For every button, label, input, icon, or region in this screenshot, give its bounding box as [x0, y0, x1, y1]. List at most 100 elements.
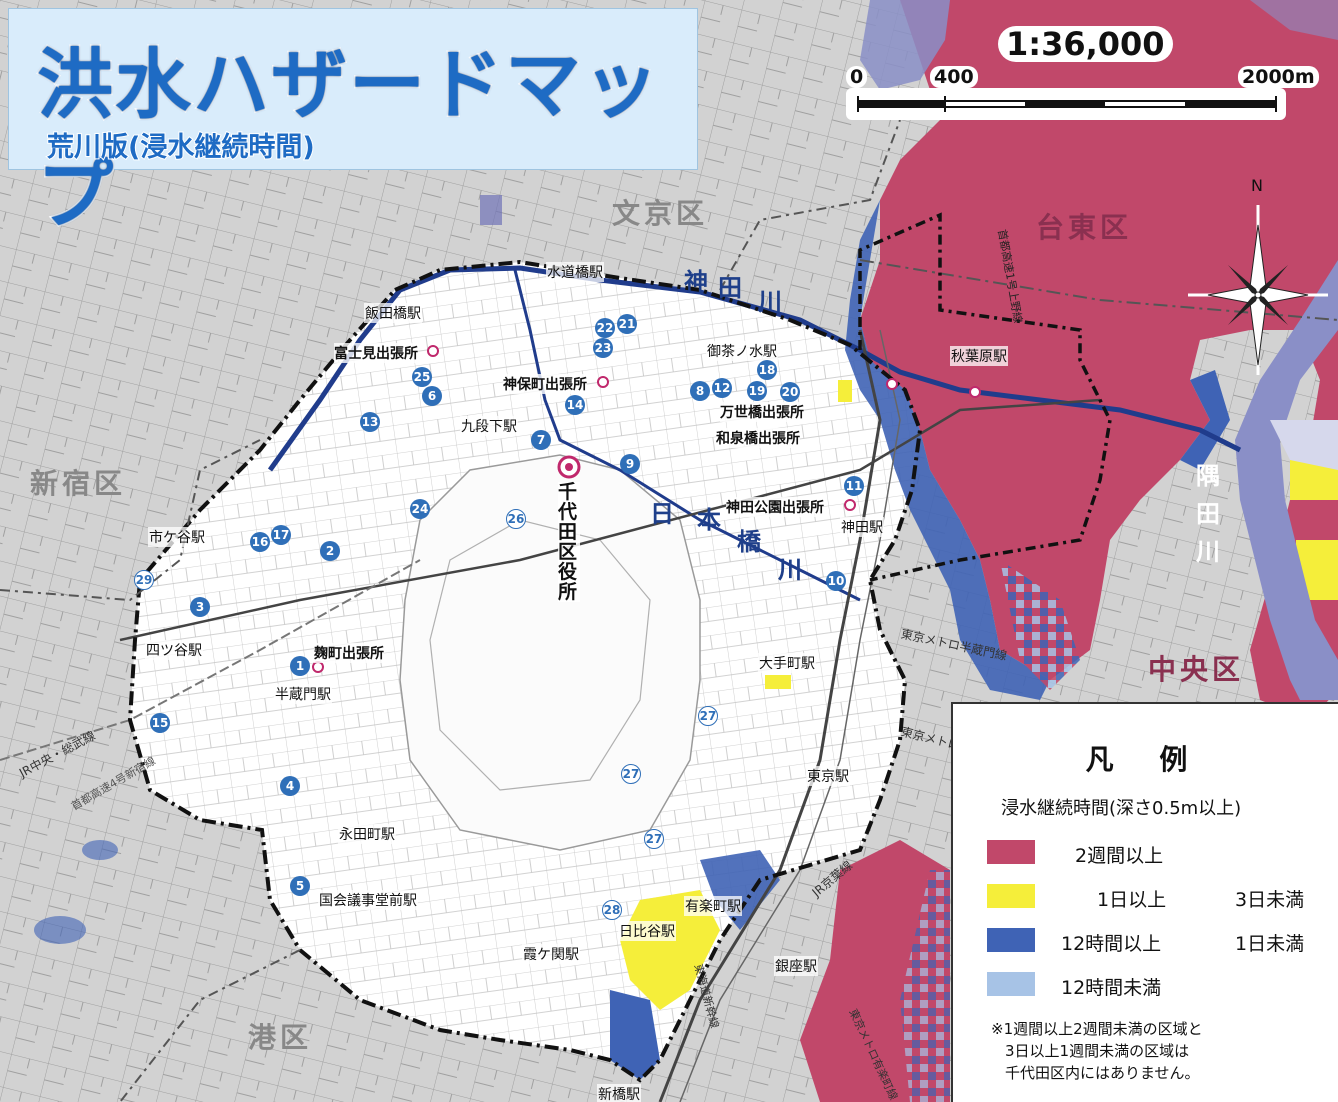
chiyoda-boundary [127, 259, 923, 1083]
imperial-palace-outline [399, 454, 701, 851]
shelter-marker[interactable]: 17 [271, 525, 291, 545]
legend-title: 凡 例 [1085, 743, 1206, 776]
legend-label: 1日以上 [1097, 889, 1167, 911]
scale-label-400: 400 [930, 66, 978, 88]
shelter-marker[interactable]: 24 [410, 499, 430, 519]
ward-shinjuku: 新宿区 [30, 467, 127, 500]
city-hall-marker[interactable] [557, 455, 581, 479]
river-nihonbashi-3: 橋 [737, 528, 761, 556]
ward-bunkyo: 文京区 [612, 197, 709, 230]
river-sumida-3: 川 [1196, 538, 1220, 566]
legend-row-12h: 12時間以上 1日未満 [987, 928, 1327, 955]
shelter-marker[interactable]: 27 [644, 829, 664, 849]
station-yurakucho: 有楽町駅 [684, 896, 742, 916]
office-marker[interactable] [844, 499, 856, 511]
station-ochanomizu: 御茶ノ水駅 [706, 341, 778, 361]
station-kanda: 神田駅 [840, 517, 884, 537]
compass-rose [1188, 205, 1328, 375]
station-ginza: 銀座駅 [774, 956, 818, 976]
shelter-marker[interactable]: 3 [190, 597, 210, 617]
shelter-marker[interactable]: 15 [150, 713, 170, 733]
north-label: N [1251, 176, 1263, 195]
office-marker[interactable] [427, 345, 439, 357]
map-title: 洪水ハザードマップ [36, 39, 661, 241]
legend-swatch-blue [987, 928, 1035, 952]
river-kanda-2: 田 [718, 274, 742, 302]
office-kojimachi: 麹町出張所 [314, 643, 384, 663]
river-sumida-1: 隅 [1196, 462, 1220, 490]
office-fujimi: 富士見出張所 [334, 343, 418, 363]
ward-minato: 港区 [248, 1021, 313, 1054]
shelter-marker[interactable]: 6 [422, 386, 442, 406]
flood-zone-2weeks [860, 0, 1338, 720]
office-marker[interactable] [886, 378, 898, 390]
station-hanzomon: 半蔵門駅 [274, 684, 332, 704]
station-kudanshita: 九段下駅 [460, 416, 518, 436]
shelter-marker[interactable]: 25 [412, 367, 432, 387]
office-jimbocho: 神保町出張所 [503, 374, 587, 394]
station-kokkai: 国会議事堂前駅 [318, 890, 418, 910]
office-marker[interactable] [312, 661, 324, 673]
station-tokyo: 東京駅 [806, 766, 850, 786]
legend-panel: 凡 例 浸水継続時間(深さ0.5m以上) 2週間以上 1日以上 3日未満 12時… [951, 702, 1338, 1102]
shelter-marker[interactable]: 1 [290, 656, 310, 676]
river-kanda-1: 神 [684, 268, 708, 296]
legend-label: 12時間以上 [1061, 933, 1162, 955]
title-box: 洪水ハザードマップ 荒川版(浸水継続時間) [8, 8, 698, 241]
legend-label-2: 3日未満 [1235, 889, 1305, 911]
office-marker[interactable] [597, 376, 609, 388]
station-hibiya: 日比谷駅 [618, 921, 676, 941]
shelter-marker[interactable]: 28 [602, 900, 622, 920]
shelter-marker[interactable]: 19 [747, 381, 767, 401]
legend-note-line: 3日以上1週間未満の区域は [1005, 1042, 1190, 1060]
shelter-marker[interactable]: 13 [360, 412, 380, 432]
shelter-marker[interactable]: 18 [757, 360, 777, 380]
shelter-marker[interactable]: 12 [712, 378, 732, 398]
shelter-marker[interactable]: 23 [593, 338, 613, 358]
shelter-marker[interactable]: 8 [690, 381, 710, 401]
shelter-marker[interactable]: 7 [531, 430, 551, 450]
station-shimbashi: 新橋駅 [597, 1084, 641, 1102]
shelter-marker[interactable]: 27 [698, 706, 718, 726]
station-nagatacho: 永田町駅 [338, 824, 396, 844]
city-hall-label: 千代田区役所 [558, 482, 580, 602]
shelter-marker[interactable]: 9 [620, 454, 640, 474]
station-iidabashi: 飯田橋駅 [364, 303, 422, 323]
office-mansei: 万世橋出張所 [720, 402, 804, 422]
legend-note-line: ※1週間以上2週間未満の区域と [991, 1020, 1203, 1038]
shelter-marker[interactable]: 20 [780, 382, 800, 402]
map-subtitle: 荒川版(浸水継続時間) [46, 131, 316, 164]
scale-label-0: 0 [846, 66, 868, 88]
shelter-marker[interactable]: 26 [506, 509, 526, 529]
ward-taito: 台東区 [1036, 211, 1133, 244]
shelter-marker[interactable]: 11 [844, 476, 864, 496]
legend-note-line: 千代田区内にはありません。 [1005, 1064, 1200, 1082]
shelter-marker[interactable]: 10 [826, 571, 846, 591]
legend-label-2: 1日未満 [1235, 933, 1305, 955]
shelter-marker[interactable]: 27 [621, 764, 641, 784]
river-sumida-2: 田 [1196, 500, 1220, 528]
ward-chuo: 中央区 [1148, 653, 1245, 686]
sumida-river [1235, 260, 1338, 700]
shelter-marker[interactable]: 16 [250, 532, 270, 552]
shelter-marker[interactable]: 21 [617, 314, 637, 334]
shelter-marker[interactable]: 22 [595, 318, 615, 338]
shelter-marker[interactable]: 29 [134, 570, 154, 590]
office-marker[interactable] [969, 386, 981, 398]
river-kanda-3: 川 [758, 288, 782, 316]
shelter-marker[interactable]: 2 [320, 541, 340, 561]
river-nihonbashi-1: 日 [650, 500, 674, 528]
shelter-marker[interactable]: 14 [565, 395, 585, 415]
station-otemachi: 大手町駅 [758, 653, 816, 673]
legend-swatch-lightblue [987, 972, 1035, 996]
legend-swatch-yellow [987, 884, 1035, 908]
legend-label: 2週間以上 [1075, 845, 1164, 867]
station-yotsuya: 四ツ谷駅 [145, 640, 203, 660]
station-suidobashi: 水道橋駅 [546, 262, 604, 282]
shelter-marker[interactable]: 4 [280, 776, 300, 796]
legend-row-1day: 1日以上 3日未満 [987, 884, 1327, 911]
shelter-marker[interactable]: 5 [290, 876, 310, 896]
legend-swatch-pink [987, 840, 1035, 864]
